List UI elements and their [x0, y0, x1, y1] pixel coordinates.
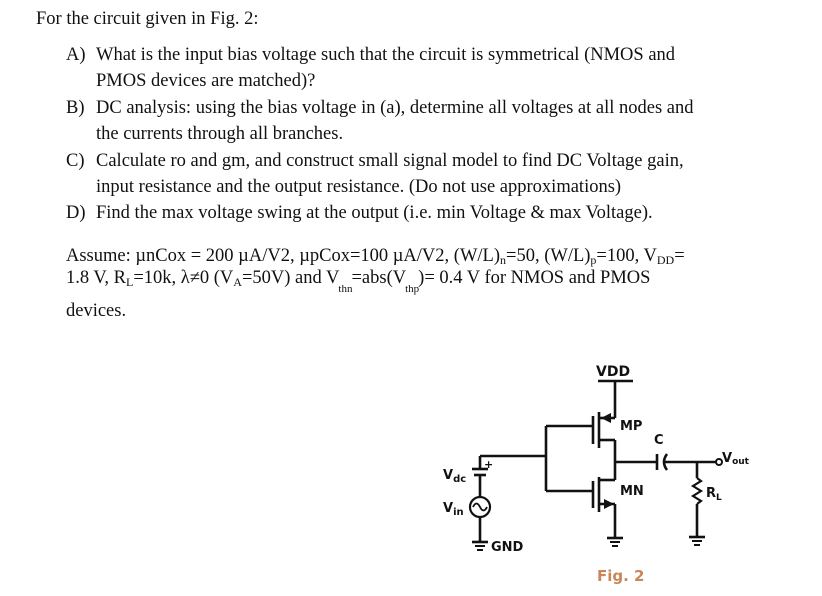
- subscript: thn: [338, 283, 353, 295]
- question-label: C): [66, 151, 85, 171]
- subscript: L: [125, 275, 134, 289]
- gnd-label: GND: [491, 540, 524, 555]
- text: =100, V: [596, 246, 657, 266]
- nmos-transistor: [591, 462, 617, 538]
- question-label: B): [66, 98, 85, 118]
- ground-icon: [689, 535, 705, 546]
- subscript: thp: [405, 283, 420, 295]
- pmos-arrow-icon: [601, 413, 611, 423]
- figure-caption: Fig. 2: [597, 567, 644, 585]
- vdd-label: VDD: [596, 364, 630, 380]
- intro-text: For the circuit given in Fig. 2:: [36, 9, 259, 29]
- assumptions-line-1: Assume: µnCox = 200 µA/V2, µpCox=100 µA/…: [66, 245, 685, 271]
- text: )= 0.4 V for NMOS and PMOS: [418, 268, 651, 288]
- dc-source: [472, 467, 488, 496]
- load-resistor: [690, 462, 704, 537]
- text: =10k, λ≠0 (V: [133, 268, 234, 288]
- question-text: input resistance and the output resistan…: [96, 177, 622, 197]
- rl-label: RL: [706, 486, 722, 503]
- subscript: DD: [656, 253, 675, 267]
- question-text: PMOS devices are matched)?: [96, 71, 316, 91]
- mp-label: MP: [620, 419, 642, 434]
- subscript: p: [590, 253, 597, 267]
- text: 1.8 V, R: [66, 268, 126, 288]
- assumptions-line-3: devices.: [66, 301, 127, 321]
- vout-terminal: [715, 458, 723, 466]
- gate-wiring: [478, 424, 593, 493]
- question-label: A): [66, 45, 86, 65]
- capacitor-label: C: [654, 433, 664, 448]
- question-text: the currents through all branches.: [96, 124, 344, 144]
- capacitor: [615, 453, 697, 471]
- question-text: Calculate ro and gm, and construct small…: [96, 151, 684, 171]
- subscript: A: [233, 275, 242, 289]
- ground-icon: [472, 540, 488, 551]
- plus-sign: +: [484, 458, 493, 471]
- question-text: DC analysis: using the bias voltage in (…: [96, 98, 694, 118]
- text: =50, (W/L): [506, 246, 591, 266]
- assumptions-line-2: 1.8 V, RL=10k, λ≠0 (VA=50V) and Vthn=abs…: [66, 267, 651, 295]
- question-text: What is the input bias voltage such that…: [96, 45, 676, 65]
- text: =: [674, 246, 685, 266]
- vdd-rail: [598, 379, 633, 420]
- ground-icon: [607, 536, 623, 547]
- question-text: Find the max voltage swing at the output…: [96, 203, 653, 223]
- ac-source: [468, 495, 492, 542]
- vdc-label: Vdc: [443, 468, 466, 485]
- pmos-transistor: [591, 412, 617, 462]
- text: =abs(V: [351, 268, 407, 288]
- subscript: n: [500, 253, 507, 267]
- text: Assume: µnCox = 200 µA/V2, µpCox=100 µA/…: [66, 246, 501, 266]
- question-label: D): [66, 203, 86, 223]
- text: =50V) and V: [241, 268, 340, 288]
- mn-label: MN: [620, 484, 644, 499]
- sine-wave-icon: [472, 502, 488, 512]
- vout-label: Vout: [722, 451, 750, 467]
- vin-label: Vin: [443, 501, 464, 518]
- nmos-arrow-icon: [604, 499, 614, 509]
